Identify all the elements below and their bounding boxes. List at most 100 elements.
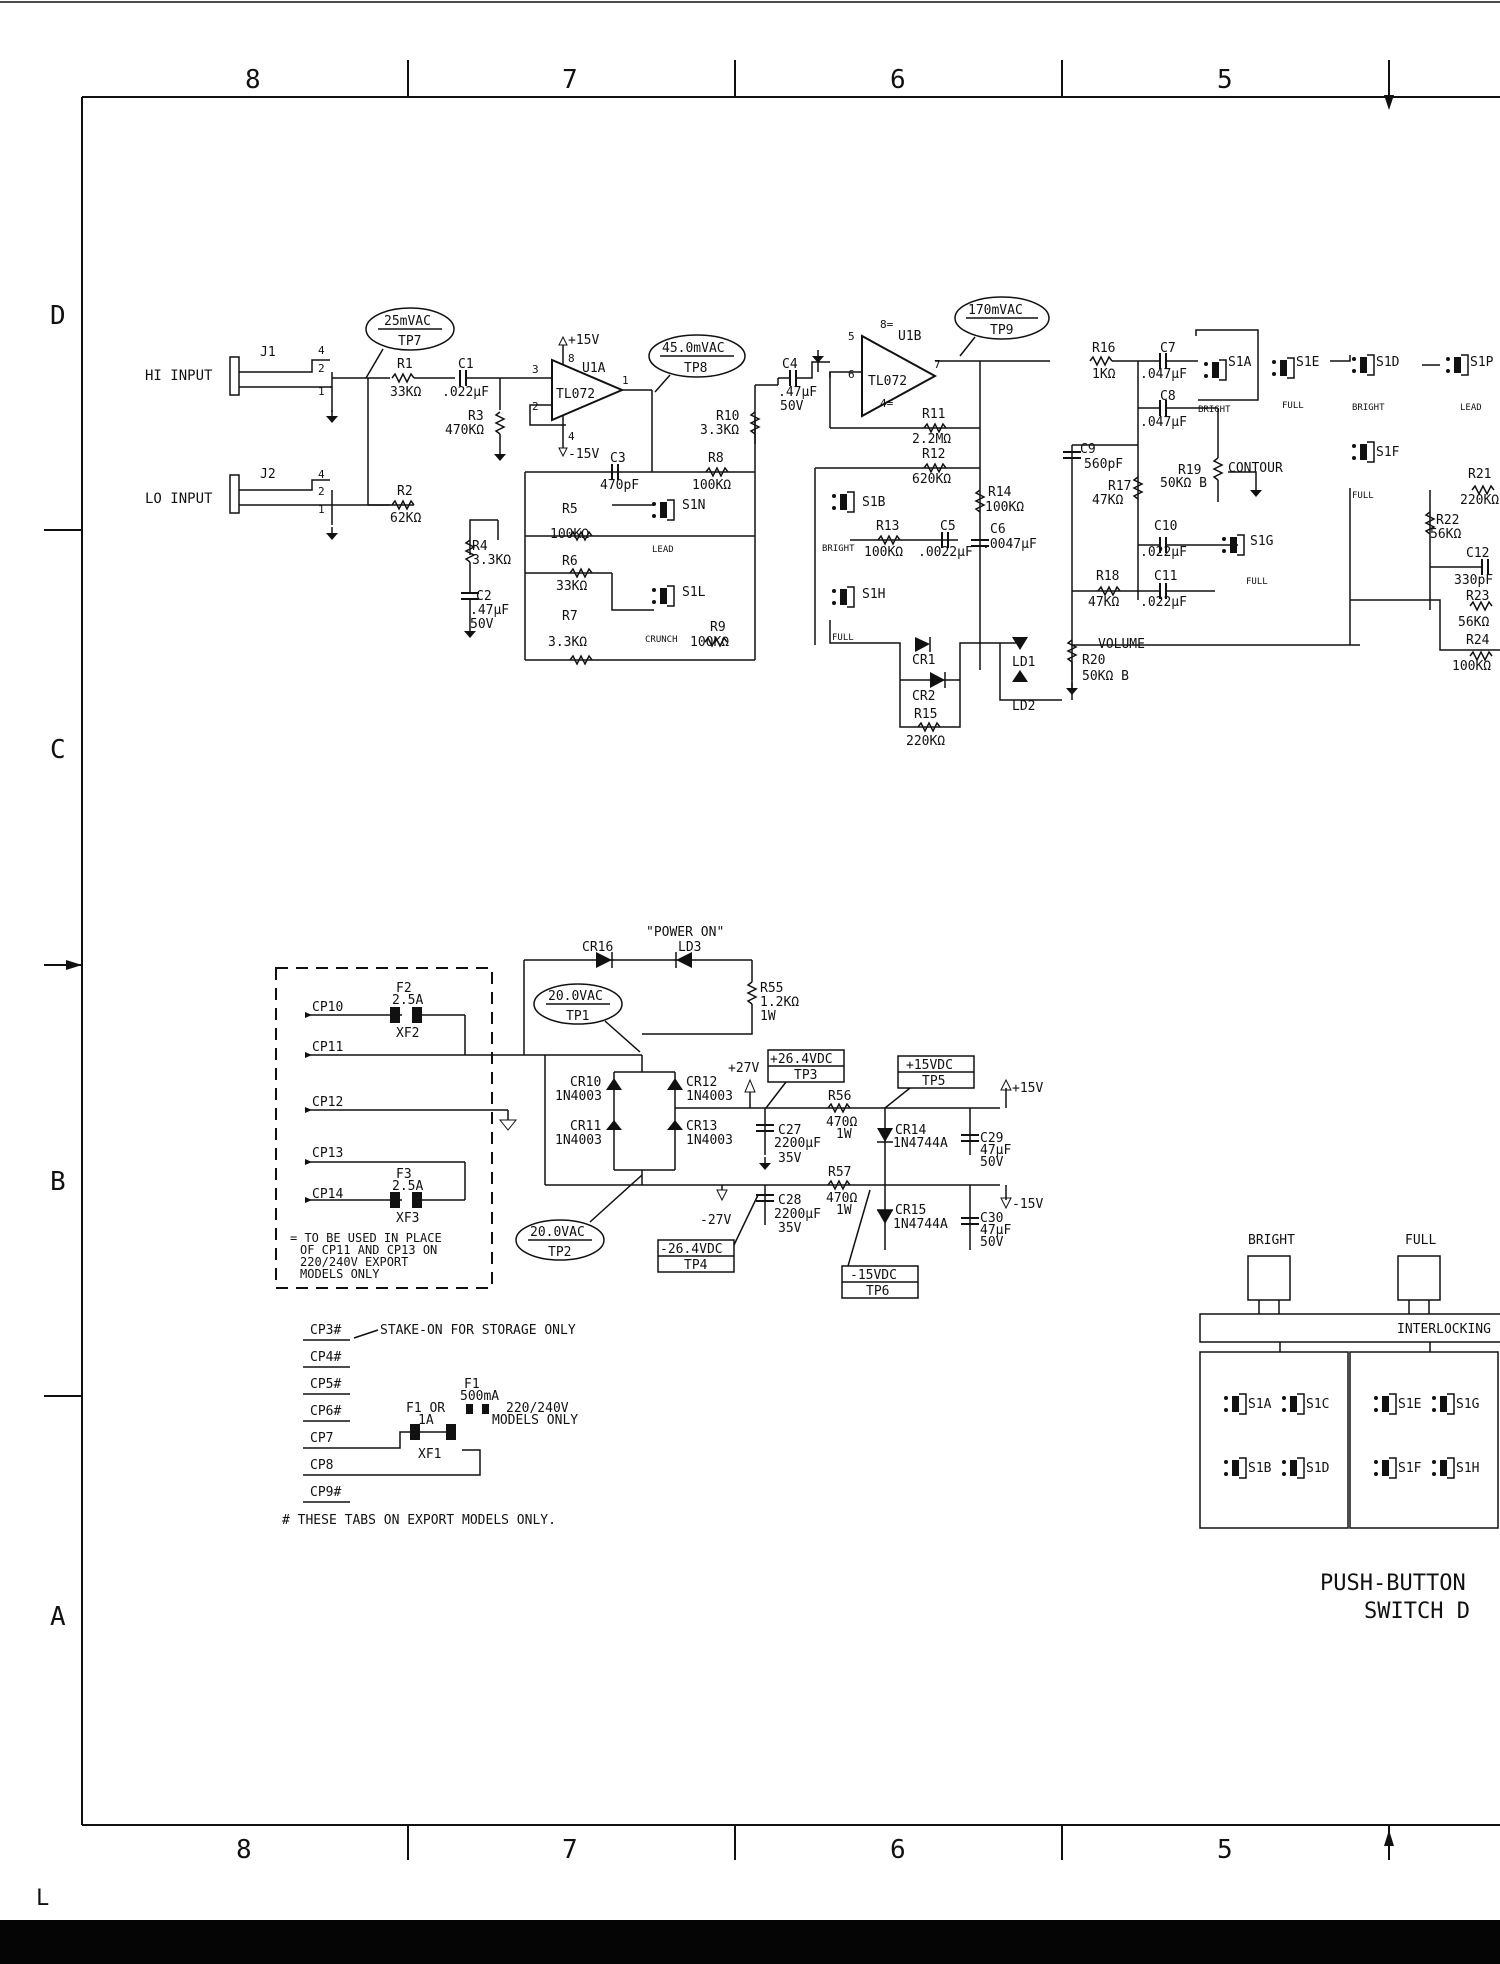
r16-label: R16 <box>1092 341 1115 356</box>
u1a-label: U1A <box>582 361 606 376</box>
contour-label: CONTOUR <box>1228 461 1283 476</box>
power-note-1: = TO BE USED IN PLACE <box>290 1231 442 1245</box>
s1e-label: S1E <box>1296 355 1319 370</box>
cr15-label: CR15 <box>895 1203 926 1218</box>
tp8-value: 45.0mVAC <box>662 341 725 356</box>
input-jacks: HI INPUT LO INPUT J1 J2 421 421 <box>145 344 339 541</box>
r56-value: 470Ω <box>826 1115 857 1130</box>
row-label-a: A <box>50 1602 66 1632</box>
tp6-value: -15VDC <box>850 1268 897 1283</box>
f3-value: 2.5A <box>392 1179 423 1194</box>
tp1-name: TP1 <box>566 1009 589 1024</box>
r18-label: R18 <box>1096 569 1119 584</box>
f1-models2: MODELS ONLY <box>492 1413 578 1428</box>
c28-voltage: 35V <box>778 1221 802 1236</box>
tp4-value: -26.4VDC <box>660 1242 723 1257</box>
c4-voltage: 50V <box>780 399 804 414</box>
u1a-pos-supply: +15V <box>568 333 599 348</box>
m15-label: -15V <box>1012 1197 1043 1212</box>
s1b-label: S1B <box>862 495 886 510</box>
tp7-name: TP7 <box>398 334 421 349</box>
svg-text:4=: 4= <box>880 397 894 410</box>
xf2-label: XF2 <box>396 1026 419 1041</box>
c8-value: .047µF <box>1140 415 1187 430</box>
c11-value: .022µF <box>1140 595 1187 610</box>
s1p-label: S1P <box>1470 355 1494 370</box>
c27-voltage: 35V <box>778 1151 802 1166</box>
f1-alt-value: 1A <box>418 1413 434 1428</box>
svg-text:1: 1 <box>622 374 629 387</box>
r7-label: R7 <box>562 609 578 624</box>
p15-label: +15V <box>1012 1081 1043 1096</box>
cp12-label: CP12 <box>312 1095 343 1110</box>
svg-text:2: 2 <box>532 400 539 413</box>
c7-label: C7 <box>1160 341 1176 356</box>
r19-label: R19 <box>1178 463 1201 478</box>
cp13-label: CP13 <box>312 1146 343 1161</box>
r17-label: R17 <box>1108 479 1131 494</box>
r14-value: 100KΩ <box>985 500 1024 515</box>
c9-value: 560pF <box>1084 457 1123 472</box>
c12-value: 330pF <box>1454 573 1493 588</box>
s1l-label: S1L <box>682 585 706 600</box>
col-label-8-top: 8 <box>245 65 261 95</box>
testpoint-tp9: 170mVAC TP9 <box>954 296 1050 357</box>
drawing-frame: 8 7 6 5 8 7 6 5 D C B A L <box>0 1 1500 1911</box>
r9-label: R9 <box>710 620 726 635</box>
r56-label: R56 <box>828 1089 851 1104</box>
c3-value: 470pF <box>600 478 639 493</box>
c29-voltage: 50V <box>980 1155 1004 1170</box>
tabs-footnote: # THESE TABS ON EXPORT MODELS ONLY. <box>282 1513 556 1528</box>
c10-value: .022µF <box>1140 545 1187 560</box>
f3-label: F3 <box>396 1167 412 1182</box>
cr13-type: 1N4003 <box>686 1133 733 1148</box>
s1e-full: FULL <box>1282 401 1304 411</box>
pushbutton-switch-detail: BRIGHT FULL INTERLOCKING S1A S1C S1B S1D… <box>1199 1233 1500 1624</box>
tab-stake-note: STAKE-ON FOR STORAGE ONLY <box>380 1323 576 1338</box>
r20-value: 50KΩ B <box>1082 669 1129 684</box>
r24-value: 100KΩ <box>1452 659 1491 674</box>
c28-value: 2200µF <box>774 1207 821 1222</box>
r4-value: 3.3KΩ <box>472 553 511 568</box>
s1g-label: S1G <box>1250 534 1274 549</box>
f1-alt: F1 OR <box>406 1401 445 1416</box>
svg-text:6: 6 <box>848 368 855 381</box>
s1a-label: S1A <box>1228 355 1252 370</box>
power-note-2: OF CP11 AND CP13 ON <box>300 1243 437 1257</box>
r8-label: R8 <box>708 451 724 466</box>
s1a-bright: BRIGHT <box>1198 405 1231 415</box>
tone-network: R16 1KΩ C7 .047µF C8 .047µF S1A BRIGHT S… <box>1062 329 1500 700</box>
lo-input-label: LO INPUT <box>145 491 213 507</box>
cr2-label: CR2 <box>912 689 935 704</box>
c27-value: 2200µF <box>774 1136 821 1151</box>
col-label-6-top: 6 <box>890 65 906 95</box>
r4-label: R4 <box>472 539 488 554</box>
r3-value: 470KΩ <box>445 423 484 438</box>
detail-s1d: S1D <box>1306 1461 1330 1476</box>
u1a-neg-supply: -15V <box>568 447 599 462</box>
tab-cp6: CP6# <box>310 1404 341 1419</box>
testpoint-tp8: 45.0mVAC TP8 <box>648 334 746 393</box>
testpoint-tp7: 25mVAC TP7 <box>365 307 455 379</box>
u1b-ic: TL072 <box>868 374 907 389</box>
r15-value: 220KΩ <box>906 734 945 749</box>
row-label-d: D <box>50 301 66 331</box>
r18-value: 47KΩ <box>1088 595 1119 610</box>
c28-label: C28 <box>778 1193 801 1208</box>
r55-watt: 1W <box>760 1009 776 1024</box>
ld3-label: LD3 <box>678 940 701 955</box>
power-on-label: "POWER ON" <box>646 925 724 940</box>
svg-text:3: 3 <box>532 363 539 376</box>
tab-cp3: CP3# <box>310 1323 341 1338</box>
c27-label: C27 <box>778 1123 801 1138</box>
s1g-full: FULL <box>1246 577 1268 587</box>
tp9-value: 170mVAC <box>968 303 1023 318</box>
c4-label: C4 <box>782 357 798 372</box>
col-label-8-bottom: 8 <box>236 1835 252 1865</box>
s1d-bright: BRIGHT <box>1352 403 1385 413</box>
j1-label: J1 <box>260 345 276 360</box>
cr14-label: CR14 <box>895 1123 926 1138</box>
c30-value: 47µF <box>980 1223 1011 1238</box>
r10-value: 3.3KΩ <box>700 423 739 438</box>
c5-label: C5 <box>940 519 956 534</box>
